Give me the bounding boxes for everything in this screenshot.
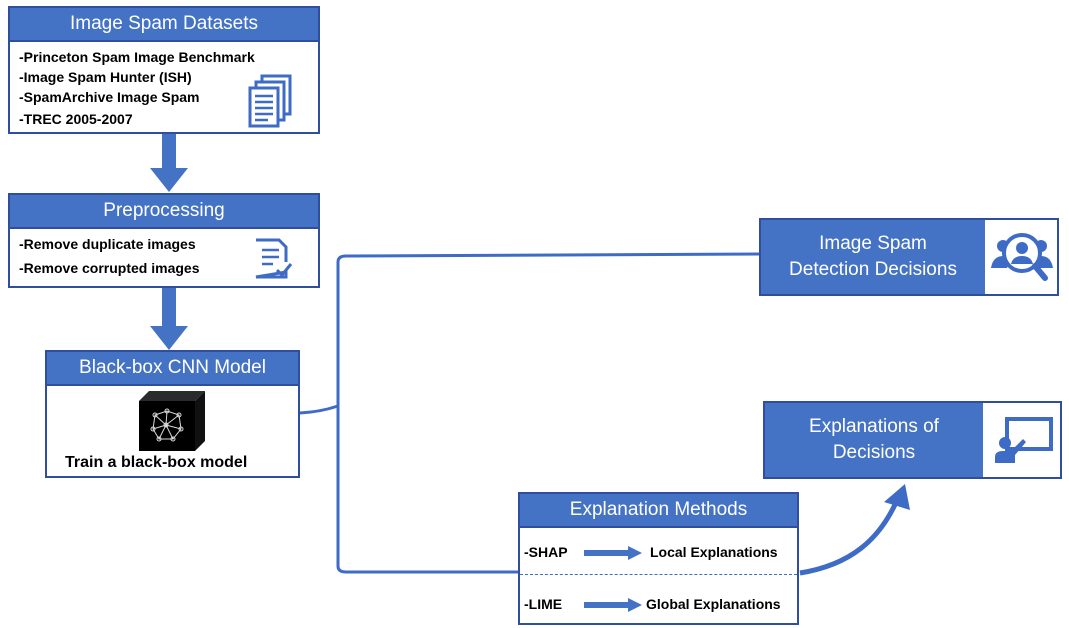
detection-decisions-line1: Image Spam <box>819 233 927 254</box>
preprocessing-box: Preprocessing -Remove duplicate images -… <box>8 193 320 288</box>
explanation-methods-title: Explanation Methods <box>520 494 797 528</box>
dataset-item: -Princeton Spam Image Benchmark <box>19 49 255 65</box>
bracket-connector <box>299 252 761 415</box>
bracket-connector-lower <box>336 406 520 574</box>
explanations-line2: Decisions <box>832 442 916 463</box>
right-arrow-icon <box>584 546 642 560</box>
curved-arrow-to-explanations <box>799 497 901 576</box>
down-arrow-icon <box>150 134 188 192</box>
method-name: -LIME <box>524 596 563 612</box>
people-search-icon <box>991 233 1053 281</box>
down-arrow-icon <box>150 288 188 350</box>
curved-arrow-head <box>884 484 910 510</box>
method-result: Global Explanations <box>646 596 781 612</box>
explanations-of-decisions-label: Explanations of Decisions <box>765 403 983 477</box>
cnn-model-box: Black-box CNN Model Train a black-box mo… <box>45 350 300 478</box>
explanations-line1: Explanations of <box>809 416 939 437</box>
dataset-item: -SpamArchive Image Spam <box>19 89 200 105</box>
datasets-title: Image Spam Datasets <box>10 8 318 42</box>
presentation-board-icon <box>995 417 1053 463</box>
dataset-item: -TREC 2005-2007 <box>19 111 133 127</box>
explanation-methods-box: Explanation Methods -SHAP Local Explanat… <box>518 492 799 625</box>
right-arrow-icon <box>584 598 642 612</box>
method-name: -SHAP <box>524 544 568 560</box>
neural-network-cube-icon <box>139 391 205 451</box>
detection-decisions-line2: Detection Decisions <box>789 259 957 280</box>
checklist-document-icon <box>255 238 293 279</box>
cnn-model-title: Black-box CNN Model <box>47 352 298 386</box>
cnn-caption: Train a black-box model <box>65 454 248 471</box>
detection-decisions-box: Image Spam Detection Decisions <box>759 218 1059 296</box>
documents-icon <box>248 74 292 128</box>
detection-decisions-label: Image Spam Detection Decisions <box>761 220 985 294</box>
method-divider <box>520 574 797 575</box>
datasets-box: Image Spam Datasets -Princeton Spam Imag… <box>8 6 320 134</box>
method-result: Local Explanations <box>650 544 778 560</box>
preprocessing-item: -Remove corrupted images <box>19 260 200 276</box>
preprocessing-title: Preprocessing <box>10 195 318 229</box>
preprocessing-item: -Remove duplicate images <box>19 236 196 252</box>
explanations-of-decisions-box: Explanations of Decisions <box>763 401 1062 479</box>
dataset-item: -Image Spam Hunter (ISH) <box>19 69 192 85</box>
